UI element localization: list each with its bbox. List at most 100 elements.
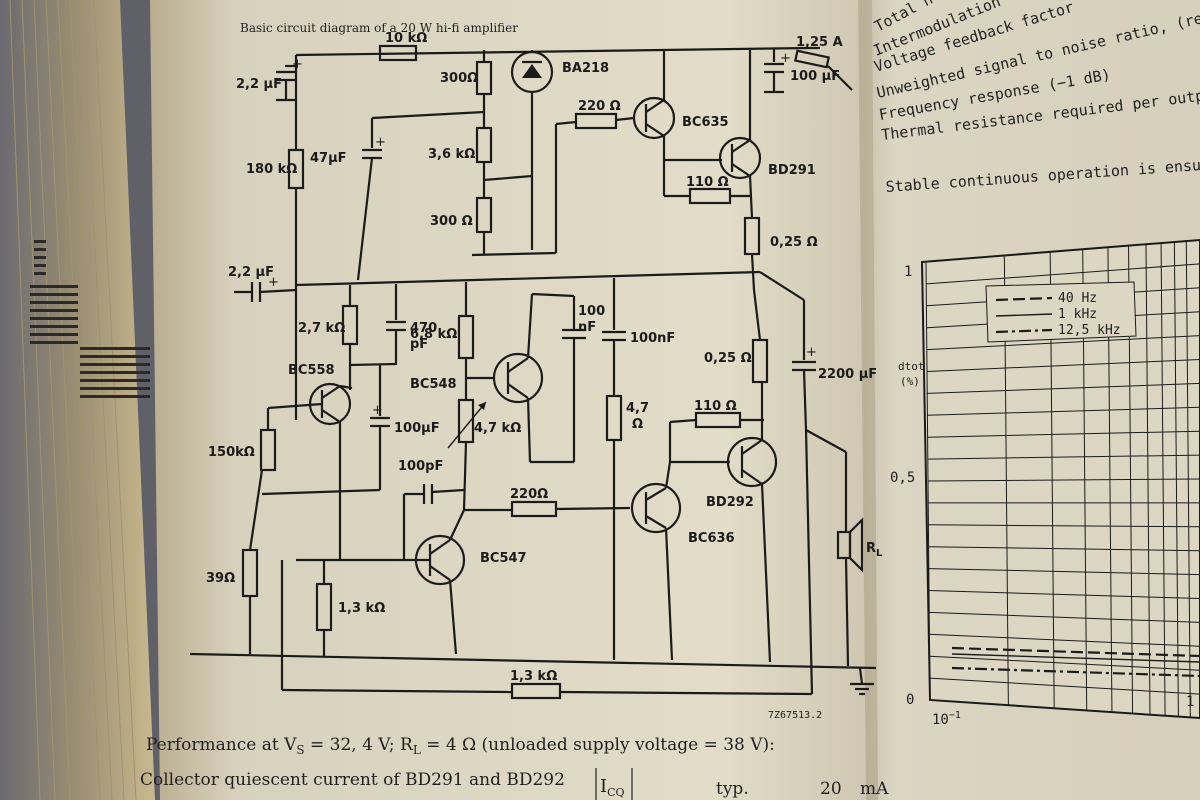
chart-gridline-h xyxy=(926,263,1200,285)
transistor-bc636 xyxy=(630,482,682,534)
chart-legend: 40 Hz 1 kHz 12,5 kHz xyxy=(985,281,1137,343)
circuit-diagram: 10 kΩ + 2,2 µF 180 kΩ 300Ω 3,6 kΩ 300 Ω … xyxy=(189,31,883,721)
label-220b: 220Ω xyxy=(510,487,548,502)
chart-gridline-h xyxy=(927,454,1200,460)
label-100n-a-unit: nF xyxy=(578,320,596,335)
label-ba218: BA218 xyxy=(562,61,609,76)
chart-gridline-h xyxy=(927,478,1200,482)
speaker-icon xyxy=(836,517,864,573)
chart-gridline-h xyxy=(928,524,1200,528)
resistor-220a xyxy=(574,112,618,130)
label-bd292: BD292 xyxy=(706,495,754,510)
chart-curve-1 xyxy=(951,646,1200,658)
transistor-bd292 xyxy=(726,436,778,488)
figure-code: 7Z67513.2 xyxy=(768,710,822,721)
resistor-10k xyxy=(378,44,418,62)
label-025b: 0,25 Ω xyxy=(704,351,752,366)
svg-text:+: + xyxy=(268,275,279,290)
thumb-tab-markers xyxy=(30,240,150,398)
label-6k8: 6,8 kΩ xyxy=(410,327,457,342)
transistor-bc635 xyxy=(632,96,676,140)
label-4k7: 4,7 kΩ xyxy=(474,421,521,436)
label-470p-val: 470 xyxy=(410,321,437,336)
label-1k3a: 1,3 kΩ xyxy=(338,601,385,616)
chart-gridline-h xyxy=(926,359,1200,372)
label-100n-a-val: 100 xyxy=(578,304,605,319)
chart-curve-2 xyxy=(951,653,1200,663)
label-3k6: 3,6 kΩ xyxy=(428,147,475,162)
label-39: 39Ω xyxy=(206,571,235,586)
label-bc558: BC558 xyxy=(288,363,335,378)
label-220a: 220 Ω xyxy=(578,99,621,114)
label-180k: 180 kΩ xyxy=(246,162,297,177)
label-150k: 150kΩ xyxy=(208,445,255,460)
quiescent-symbol: ICQ xyxy=(600,776,625,799)
label-bc635: BC635 xyxy=(682,115,729,130)
chart-gridline-h xyxy=(929,633,1200,647)
legend-1khz: 1 kHz xyxy=(1058,307,1097,322)
label-bc547: BC547 xyxy=(480,551,527,566)
quiescent-label: Collector quiescent current of BD291 and… xyxy=(140,770,565,790)
label-bc636: BC636 xyxy=(688,531,735,546)
y-tick-0: 0 xyxy=(906,692,914,708)
label-2u2-top: 2,2 µF xyxy=(236,77,282,92)
svg-text:+: + xyxy=(375,135,386,150)
quiescent-qualifier: typ. xyxy=(716,779,749,799)
chart-gridline-h xyxy=(927,406,1200,416)
label-300a: 300Ω xyxy=(440,71,478,86)
resistor-1k3b xyxy=(510,682,562,700)
legend-40hz: 40 Hz xyxy=(1058,291,1097,306)
chart-gridline-h xyxy=(927,430,1200,438)
chart-gridline-h xyxy=(928,546,1200,552)
svg-text:+: + xyxy=(372,403,383,418)
label-fuse: 1,25 A xyxy=(796,35,843,50)
label-100u-mid: 100µF xyxy=(394,421,440,436)
x-tick-01: 10−1 xyxy=(932,710,961,728)
chart-gridline-h xyxy=(929,655,1200,671)
legend-12k5hz: 12,5 kHz xyxy=(1058,323,1121,338)
page-header: Basic circuit diagram of a 20 W hi-fi am… xyxy=(240,21,518,35)
label-300b: 300 Ω xyxy=(430,214,473,229)
fuse xyxy=(794,49,830,69)
performance-line: Performance at VS = 32, 4 V; RL = 4 Ω (u… xyxy=(146,735,775,757)
resistor-025b xyxy=(751,338,769,384)
y-tick-1: 1 xyxy=(904,264,912,280)
svg-text:+: + xyxy=(292,57,303,72)
svg-text:+: + xyxy=(780,51,791,66)
quiescent-value: 20 xyxy=(820,779,842,799)
chart-gridline-h xyxy=(929,677,1200,695)
y-axis-unit: (%) xyxy=(900,375,920,388)
page-stack-lines xyxy=(9,0,137,800)
chart-gridline-h xyxy=(927,382,1200,394)
y-tick-05: 0,5 xyxy=(890,470,915,486)
label-100n-b: 100nF xyxy=(630,331,675,346)
chart-gridline-h xyxy=(928,590,1200,599)
label-1k3b: 1,3 kΩ xyxy=(510,669,557,684)
chart-gridline-h xyxy=(929,611,1200,623)
transistor-bd291 xyxy=(718,136,762,180)
label-100p: 100pF xyxy=(398,459,443,474)
label-025a: 0,25 Ω xyxy=(770,235,818,250)
gutter-shadow xyxy=(858,0,878,800)
label-110b: 110 Ω xyxy=(694,399,737,414)
page-stack-edge xyxy=(0,0,155,800)
label-4r7-unit: Ω xyxy=(632,417,643,432)
label-470p-unit: pF xyxy=(410,337,428,352)
label-bd291: BD291 xyxy=(768,163,816,178)
label-110a: 110 Ω xyxy=(686,175,729,190)
label-4r7-val: 4,7 xyxy=(626,401,649,416)
y-axis-label: dtot xyxy=(898,360,925,373)
distortion-chart: 40 Hz 1 kHz 12,5 kHz 1 0,5 0 dtot (%) 10… xyxy=(890,238,1200,728)
label-2u2-in: 2,2 µF xyxy=(228,265,274,280)
label-100u-top: 100 µF xyxy=(790,69,840,84)
chart-gridline-h xyxy=(928,568,1200,576)
svg-text:+: + xyxy=(806,345,817,360)
label-2200u: 2200 µF xyxy=(818,367,877,382)
label-10k: 10 kΩ xyxy=(385,31,427,46)
label-bc548: BC548 xyxy=(410,377,457,392)
x-tick-1: 1 xyxy=(1186,694,1194,710)
label-47u: 47µF xyxy=(310,151,347,166)
resistor-150k xyxy=(259,428,277,472)
